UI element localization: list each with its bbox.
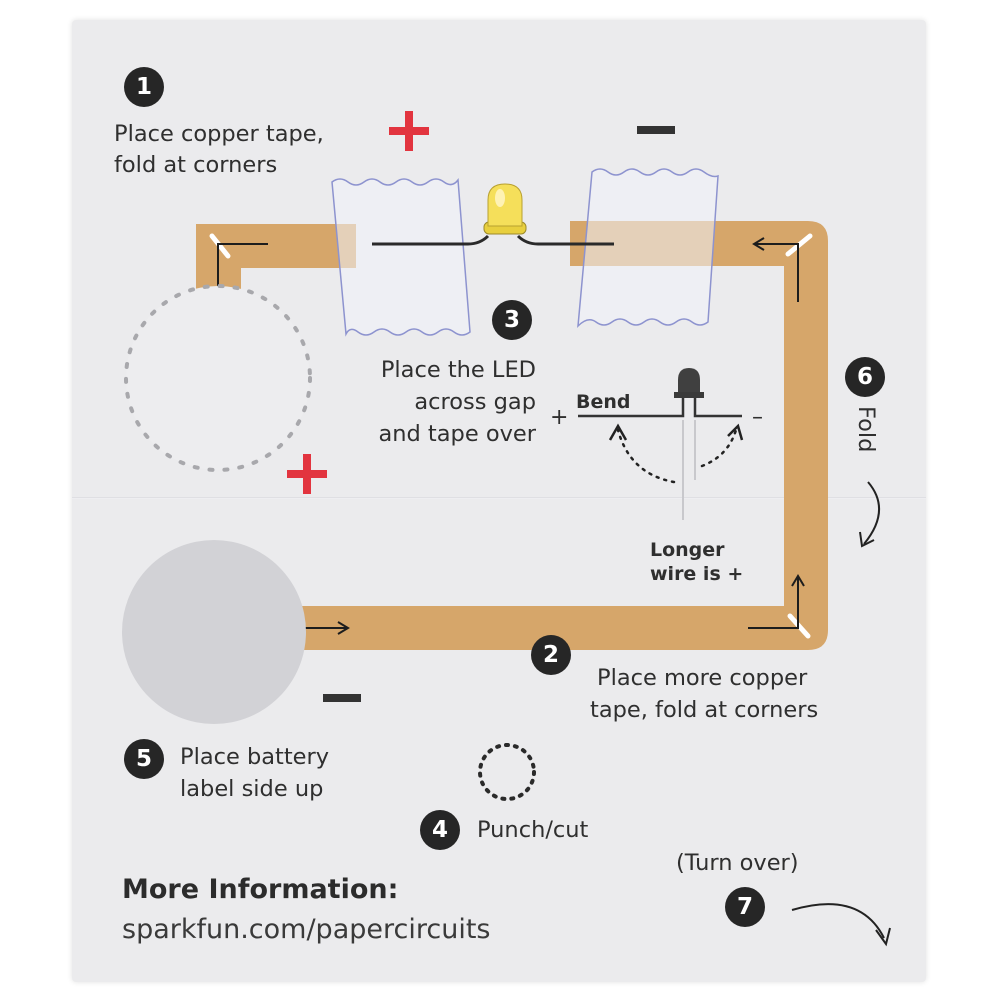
step-2-badge: 2 <box>531 635 571 675</box>
step-4-text: Punch/cut <box>477 817 589 843</box>
punch-hole <box>478 743 536 801</box>
step-7-badge: 7 <box>725 887 765 927</box>
led-minus-sign: – <box>752 405 763 430</box>
step-6-badge: 6 <box>845 357 885 397</box>
step-1-badge: 1 <box>124 67 164 107</box>
led-legs <box>372 234 614 246</box>
step-3-text-line1: Place the LED <box>380 357 536 383</box>
step-3-text-line2: across gap <box>414 389 536 415</box>
tape-piece-left <box>331 177 471 337</box>
battery-outline <box>124 284 312 472</box>
led-icon <box>483 183 527 235</box>
step-6-fold-label: Fold <box>853 406 879 453</box>
minus-sign-top <box>637 126 675 134</box>
plus-sign-battery <box>287 454 327 494</box>
plus-sign-top <box>389 111 429 151</box>
fold-crease <box>72 497 926 499</box>
step-5-text-line1: Place battery <box>180 744 330 770</box>
step-3-badge: 3 <box>492 300 532 340</box>
step-3-text-line3: and tape over <box>378 421 536 447</box>
longer-wire-label-line2: wire is + <box>650 563 744 585</box>
more-info-url: sparkfun.com/papercircuits <box>122 914 491 945</box>
led-plus-sign: + <box>550 405 569 430</box>
more-info-heading: More Information: <box>122 874 399 905</box>
step-1-text-line1: Place copper tape, <box>114 121 324 147</box>
led-bend-detail <box>578 368 744 520</box>
instruction-card <box>72 20 926 982</box>
battery-shadow <box>122 540 306 724</box>
longer-wire-label-line1: Longer <box>650 539 725 561</box>
step-1-text-line2: fold at corners <box>114 152 278 178</box>
step-7-turn-over-label: (Turn over) <box>676 850 799 876</box>
minus-sign-battery <box>323 694 361 702</box>
step-5-text-line2: label side up <box>180 776 324 802</box>
step-4-badge: 4 <box>420 810 460 850</box>
turn-over-arrow-icon <box>791 903 891 947</box>
step-5-badge: 5 <box>124 739 164 779</box>
fold-arrow-icon <box>859 481 881 548</box>
step-2-text-line1: Place more copper <box>597 665 808 691</box>
step-2-text-line2: tape, fold at corners <box>590 697 819 723</box>
tape-piece-right <box>577 168 719 328</box>
bend-label: Bend <box>576 391 631 413</box>
